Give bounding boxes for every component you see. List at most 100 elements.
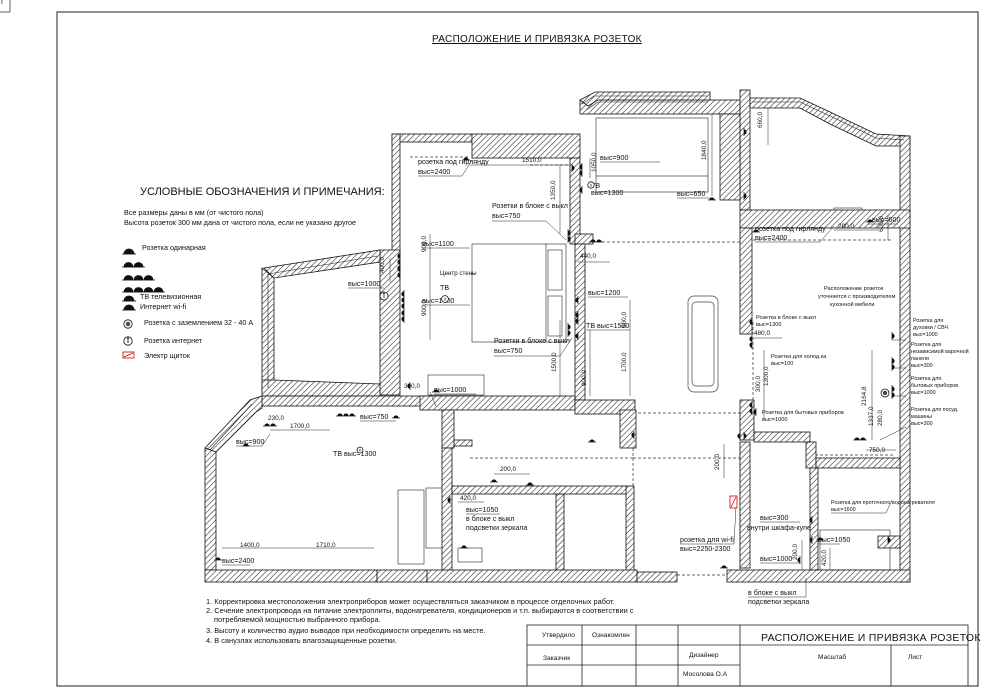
label-bath-mirror-2: подсветки зеркала: [748, 598, 809, 606]
socket-mark-icon: [743, 128, 747, 136]
wardrobe-hall: [397, 489, 425, 565]
tv-outlet-icon: [356, 446, 364, 454]
electric-panel-icon: [122, 351, 135, 359]
label-kitchen-note-3: кухонной мебели: [830, 301, 874, 308]
label-h-2400-bottom: выс=2400: [222, 557, 254, 565]
label-h-1000-bed: выс=1000: [434, 386, 466, 394]
label-wardrobe-1: выс=300: [760, 514, 788, 522]
double-socket-icon: [122, 262, 145, 268]
dim-2164: 2164,8: [861, 386, 868, 406]
dim-230: 230,0: [268, 415, 284, 422]
label-garland-2: розетка под гирлянду: [755, 225, 826, 233]
socket-mark-icon: [432, 389, 440, 393]
socket-mark-icon: [263, 423, 277, 427]
leader-lines: [222, 159, 907, 598]
plan-text: розетка под гирлянду выс=2400 Розетки в …: [222, 154, 969, 606]
socket-mark-icon: [797, 556, 801, 564]
label-block-1300-a: Розетка в блоке с выкл: [756, 315, 816, 321]
dim-1337: 1337,0: [868, 406, 875, 426]
label-tv-1400-h: выс=1400: [422, 297, 454, 305]
dim-300b: 300,0: [404, 383, 420, 390]
label-mirror-2: в блоке с выкл: [466, 515, 514, 523]
label-tv-1400: ТВ: [440, 284, 449, 292]
internet-outlet-icon: [587, 181, 595, 189]
label-kapp-2: бытовых приборов: [911, 383, 958, 389]
bed-second: [595, 117, 709, 193]
socket-mark-icon: [460, 545, 468, 549]
socket-mark-icon: [392, 415, 400, 419]
dim-300: 300,0: [755, 376, 762, 392]
dim-1710: 1710,0: [316, 542, 336, 549]
label-dish-2: машины: [911, 414, 932, 420]
socket-mark-icon: [749, 401, 753, 415]
legend-heading: УСЛОВНЫЕ ОБОЗНАЧЕНИЯ И ПРИМЕЧАНИЯ:: [140, 186, 385, 198]
socket-mark-icon: [490, 479, 498, 483]
internet-socket-icon: [122, 304, 136, 311]
internet-outlet-icon: [441, 295, 449, 303]
stamp-designer-name: Мосолова О.А: [683, 671, 728, 678]
label-oven-3: выс=1000: [913, 332, 938, 338]
legend-label-tv: ТВ телевизионная: [140, 292, 202, 301]
dim-420a: 420,0: [460, 495, 476, 502]
stamp-designer: Дизайнер: [689, 652, 719, 659]
label-wall-center: Центр стены: [440, 270, 477, 277]
note-4: 4. В санузлах использовать влагозащищенн…: [206, 636, 397, 645]
dim-1300: 1300,0: [763, 366, 770, 386]
label-fridge-1: Розетка для холод.ка: [771, 354, 827, 360]
socket-mark-icon: [567, 229, 571, 243]
internet-outlet-icon: [379, 291, 389, 301]
label-h-900-hall: выс=900: [236, 438, 264, 446]
label-kitchen-note-2: уточняется с производителем: [818, 294, 895, 300]
label-h-600: выс=600: [872, 216, 900, 224]
dim-280b: 280,0: [877, 410, 884, 426]
grounded-socket-icon: [880, 388, 890, 398]
dimension-lines: [222, 108, 896, 570]
sofa: [687, 295, 719, 393]
plan-markers: [356, 181, 890, 509]
label-dish-3: выс=300: [911, 421, 933, 427]
dim-1700v: 1700,0: [621, 352, 628, 372]
label-hob-4: выс=300: [911, 363, 933, 369]
bath-tub: [425, 487, 445, 549]
label-h-1000-hall: выс=1000: [760, 555, 792, 563]
socket-mark-icon: [749, 318, 753, 326]
socket-mark-icon: [589, 239, 603, 243]
socket-mark-icon: [526, 482, 534, 486]
note-1: 1. Корректировка местоположения электроп…: [206, 597, 615, 606]
label-wifi-2: выс=2250-2300: [680, 545, 731, 553]
sink: [457, 547, 483, 563]
socket-mark-icon: [887, 536, 891, 544]
label-kapp-3: выс=1000: [911, 390, 936, 396]
socket-mark-icon: [242, 443, 250, 447]
label-h-900-tv: выс=900: [600, 154, 628, 162]
dim-750: 750,0: [869, 447, 885, 454]
label-h-650: выс=650: [677, 190, 705, 198]
label-hob-1: Розетка для: [911, 342, 941, 348]
dim-900a: 900,0: [421, 236, 428, 252]
dim-200a: 200,0: [500, 466, 516, 473]
socket-mark-icon: [401, 290, 405, 310]
dim-420b: 420,0: [821, 550, 828, 566]
label-garland-1-h: выс=2400: [418, 168, 450, 176]
dim-1510: 1510,0: [522, 157, 542, 164]
label-kitchen-note-1: Расположение розеток: [824, 286, 884, 292]
legend-note-units: Все размеры даны в мм (от чистого пола): [124, 208, 264, 217]
legend-note-height: Высота розеток 300 мм дана от чистого по…: [124, 218, 356, 227]
socket-mark-icon: [588, 439, 596, 443]
socket-mark-icon: [809, 536, 813, 544]
socket-mark-icon: [809, 516, 813, 524]
socket-mark-icon: [891, 385, 895, 399]
socket-mark-icon: [866, 219, 874, 223]
legend-label-internet-outlet: Розетка интернет: [144, 336, 203, 345]
label-mirror-3: подсветки зеркала: [466, 524, 527, 532]
stamp-scale: Масштаб: [818, 654, 847, 661]
label-block-750-b: Розетки в блоке с выкл: [494, 337, 570, 345]
note-2-cont: потребляемой мощностью выбранного прибор…: [214, 615, 381, 624]
socket-mark-icon: [579, 186, 583, 194]
single-socket-icon: [122, 248, 136, 255]
electric-panel-icon: [729, 495, 738, 509]
label-garland-1: розетка под гирлянду: [418, 158, 489, 166]
label-hob-3: панели: [911, 356, 929, 362]
dim-400: 400,0: [379, 257, 386, 273]
label-h-1100: выс=1100: [422, 240, 454, 248]
